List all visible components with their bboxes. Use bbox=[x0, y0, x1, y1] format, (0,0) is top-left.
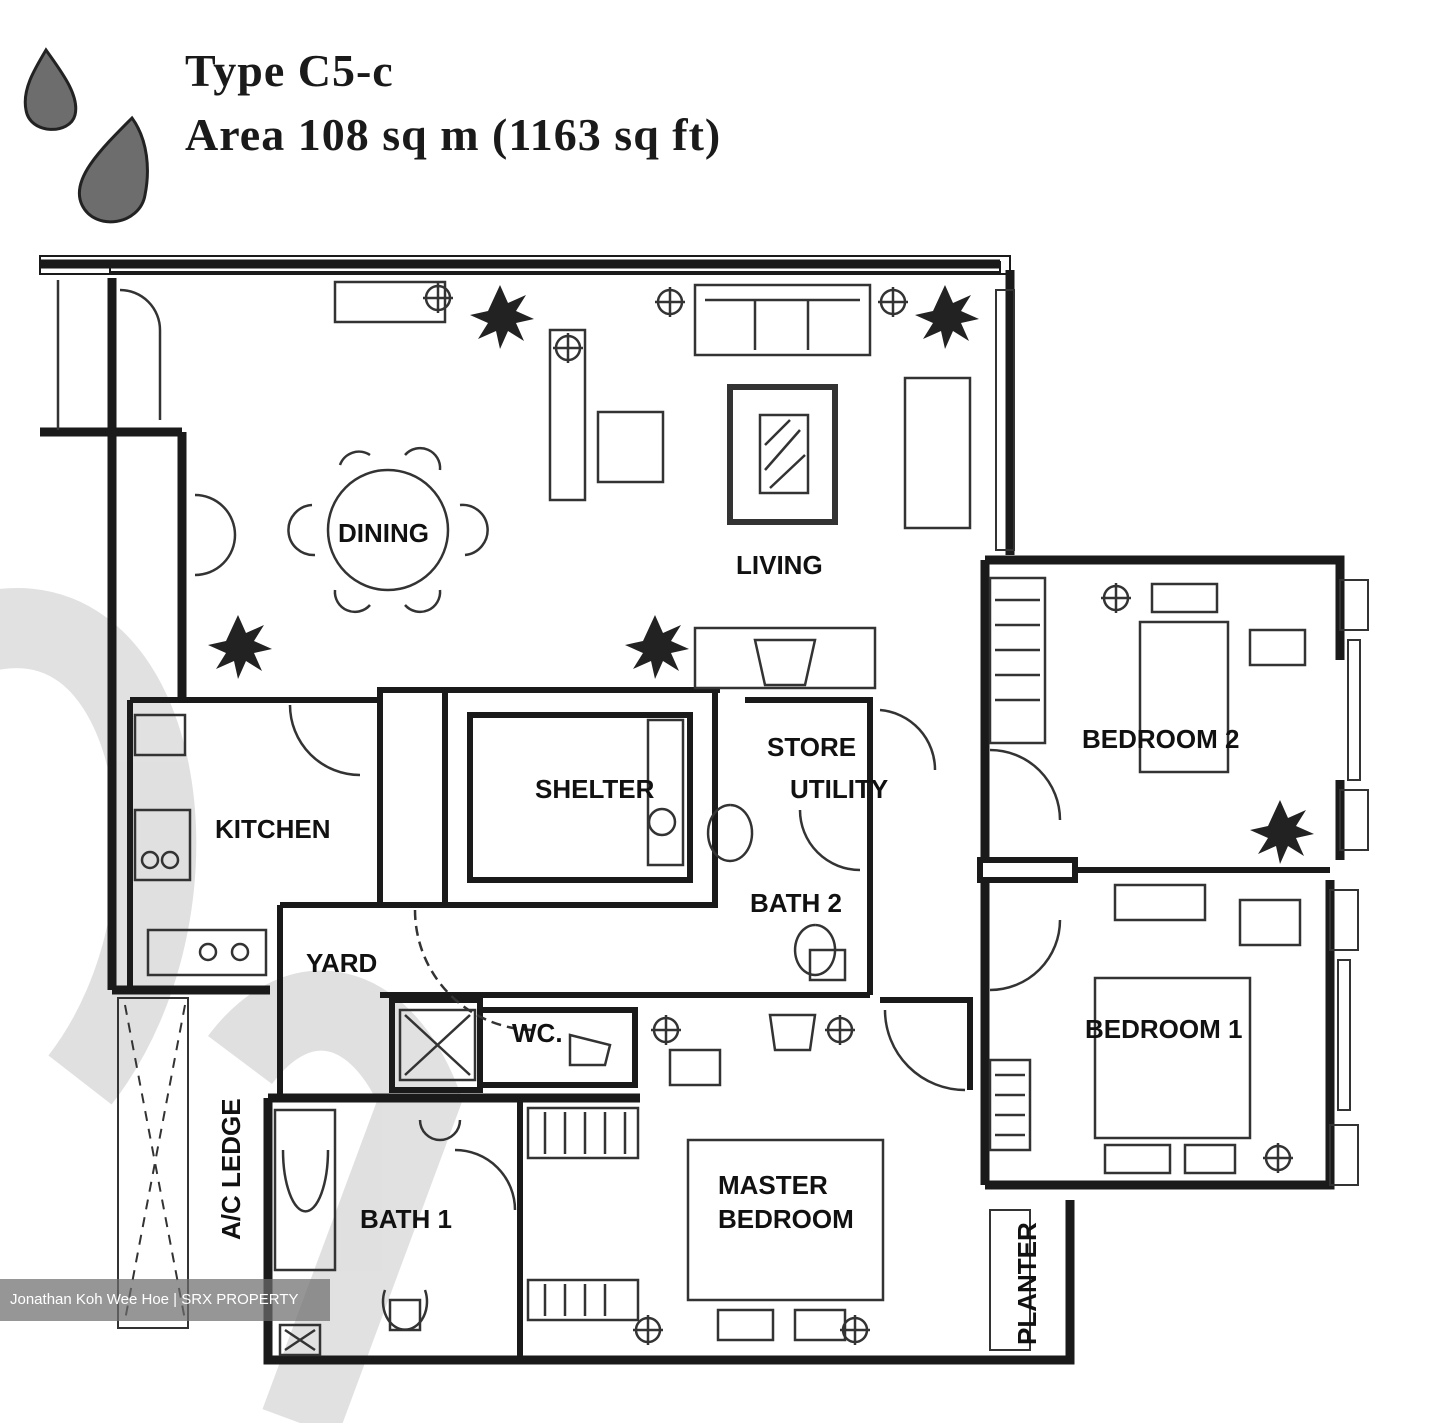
label-wc: WC. bbox=[512, 1018, 563, 1048]
label-household-shelter: SHELTER bbox=[535, 774, 655, 804]
watermark-credit: Jonathan Koh Wee Hoe | SRX PROPERTY bbox=[0, 1279, 330, 1321]
label-living: LIVING bbox=[736, 550, 823, 580]
interior-walls bbox=[127, 687, 1330, 1360]
label-dining: DINING bbox=[338, 518, 429, 548]
plants bbox=[208, 285, 1314, 864]
label-bedroom1: BEDROOM 1 bbox=[1085, 1014, 1242, 1044]
label-planter: PLANTER bbox=[1012, 1222, 1042, 1345]
label-bedroom2: BEDROOM 2 bbox=[1082, 724, 1239, 754]
outer-walls bbox=[40, 259, 1345, 1365]
unit-type-title: Type C5-c bbox=[185, 45, 394, 96]
label-master-bedroom-1: MASTER bbox=[718, 1170, 828, 1200]
doors bbox=[56, 280, 1062, 1211]
windows bbox=[117, 289, 1369, 1351]
unit-area-title: Area 108 sq m (1163 sq ft) bbox=[185, 109, 722, 160]
dining-table bbox=[287, 446, 489, 614]
label-kitchen: KITCHEN bbox=[215, 814, 331, 844]
label-master-bedroom-2: BEDROOM bbox=[718, 1204, 854, 1234]
fixtures bbox=[133, 713, 847, 1357]
top-wall-band bbox=[39, 255, 1011, 275]
label-bath1: BATH 1 bbox=[360, 1204, 452, 1234]
label-yard: YARD bbox=[306, 948, 377, 978]
room-labels: DINING LIVING KITCHEN SHELTER STORE UTIL… bbox=[215, 518, 1242, 1345]
bedroom-furniture bbox=[526, 576, 1307, 1342]
lamps bbox=[423, 283, 1293, 1345]
label-store: STORE bbox=[767, 732, 856, 762]
label-bath2: BATH 2 bbox=[750, 888, 842, 918]
label-ac-ledge: A/C LEDGE bbox=[216, 1098, 246, 1240]
living-furniture bbox=[333, 280, 972, 690]
label-utility: UTILITY bbox=[790, 774, 888, 804]
compass-icon bbox=[23, 47, 149, 224]
